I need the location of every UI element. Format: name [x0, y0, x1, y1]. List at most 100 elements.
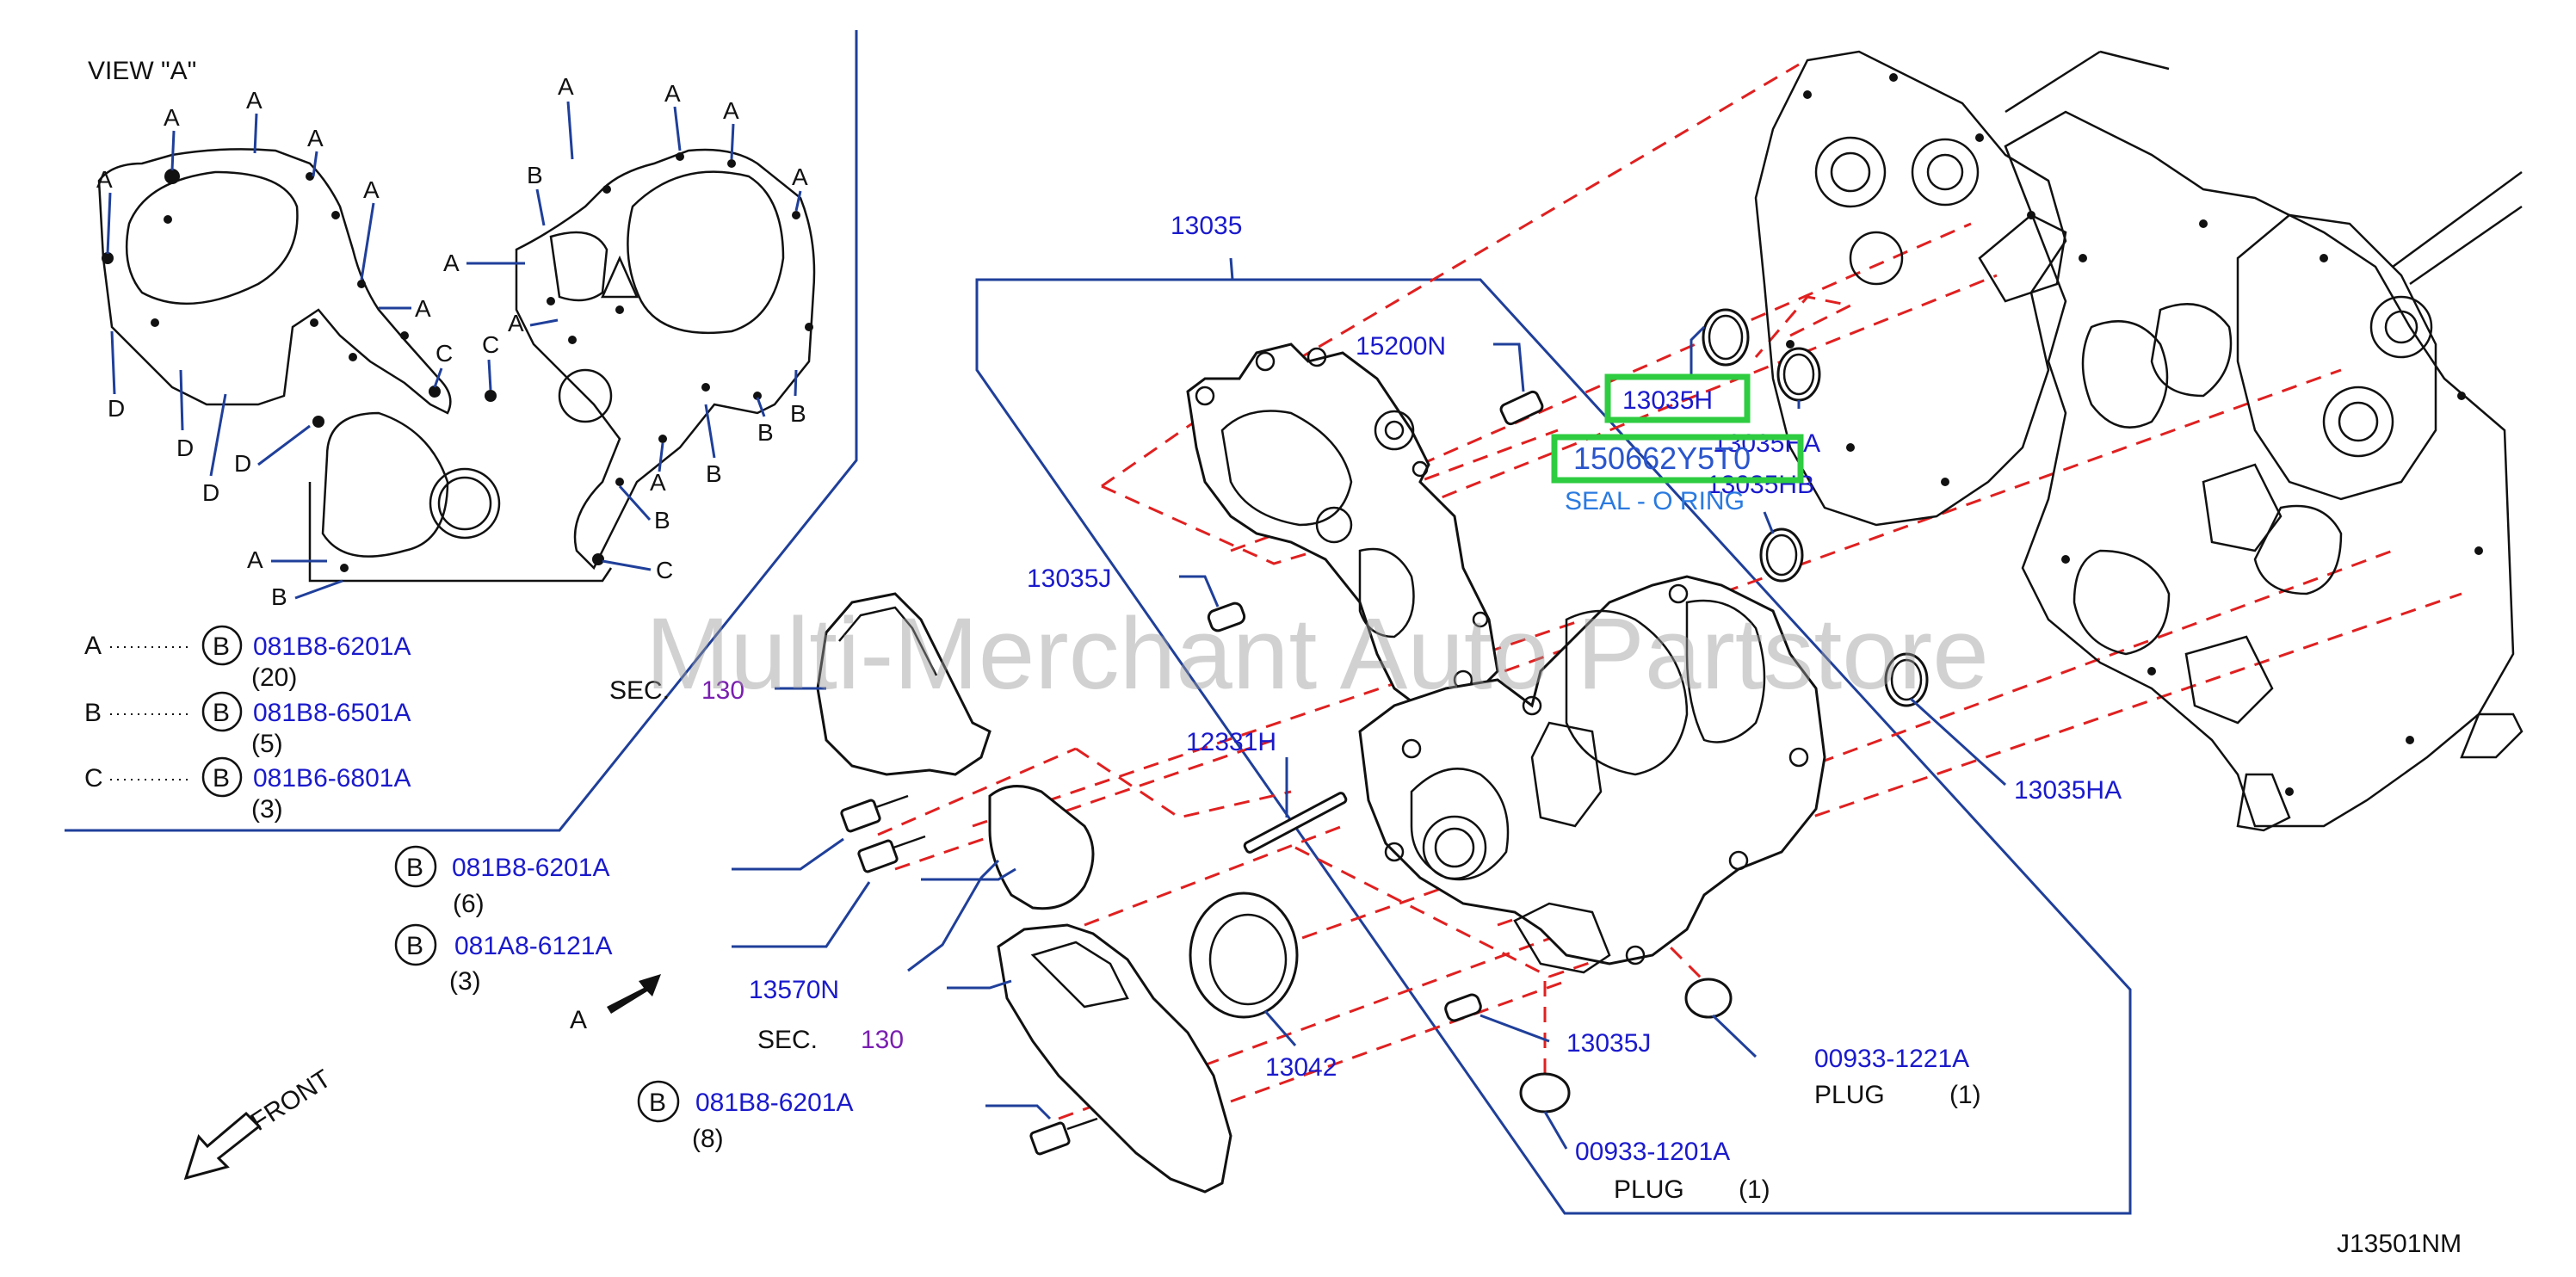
bolt-callouts: B 081B8-6201A (6) B 081A8-6121A (3) B 08…: [394, 845, 854, 1153]
svg-text:A: A: [664, 80, 681, 107]
svg-text:A: A: [792, 163, 808, 190]
label-150662Y5T0: 150662Y5T0: [1573, 441, 1751, 476]
svg-text:A: A: [96, 166, 113, 193]
svg-text:081B8-6201A: 081B8-6201A: [452, 854, 610, 882]
svg-text:D: D: [202, 479, 219, 506]
front-arrow-icon: [183, 1111, 262, 1181]
sensor-15200N: [1499, 390, 1544, 426]
label-13035HB: 13035HB: [1707, 471, 1814, 499]
svg-text:A: A: [363, 176, 380, 203]
view-a-inset: VIEW "A" A A A A: [65, 30, 858, 832]
view-a-legend: A B 081B8-6201A (20) B B 081B8-6501A (5)…: [84, 625, 411, 824]
svg-text:B: B: [654, 507, 670, 534]
svg-text:(6): (6): [453, 890, 485, 918]
svg-text:B: B: [213, 699, 230, 727]
small-hardware: [1207, 390, 1733, 1114]
label-plug-1201: PLUG: [1614, 1175, 1684, 1204]
label-13035H: 13035H: [1622, 386, 1713, 415]
svg-text:A: A: [558, 73, 574, 100]
view-direction-arrow-icon: [607, 974, 661, 1014]
bolt-badge-icon: [394, 845, 437, 888]
svg-text:B: B: [527, 162, 543, 188]
assembly-13035-boundary: [975, 278, 2132, 1215]
svg-text:130: 130: [861, 1026, 904, 1054]
svg-text:A: A: [246, 87, 263, 114]
part-labels: 13035 15200N 13035H 13035HA 150662Y5T0 1…: [609, 212, 2122, 1204]
label-15200N: 15200N: [1356, 332, 1446, 361]
svg-text:(8): (8): [692, 1125, 724, 1153]
bolt-parts: [840, 794, 1098, 1156]
label-00933-1221A: 00933-1221A: [1814, 1045, 1969, 1073]
svg-text:A: A: [723, 97, 739, 124]
svg-text:B: B: [213, 764, 230, 793]
view-a-bottom-edge: [308, 482, 613, 583]
pin-12331H: [1243, 792, 1348, 854]
front-cover-lower: [1358, 575, 1826, 974]
svg-text:130: 130: [701, 676, 744, 705]
svg-text:(3): (3): [449, 967, 481, 996]
dowel-13035J-top: [1207, 601, 1246, 632]
bolt-badge-icon: [394, 923, 437, 966]
svg-text:B: B: [84, 699, 102, 727]
diagram-code: J13501NM: [2337, 1230, 2462, 1258]
label-13035J-bottom: 13035J: [1566, 1029, 1651, 1058]
view-a-left-window: [125, 170, 299, 305]
o-rings: [1702, 308, 1929, 707]
dowel-13035J-bottom: [1444, 993, 1482, 1022]
bolt-badge-icon: [201, 625, 243, 666]
view-a-small-ring: [558, 368, 613, 423]
svg-text:C: C: [84, 764, 103, 793]
svg-text:B: B: [271, 583, 287, 610]
label-plug-1221: PLUG: [1814, 1081, 1885, 1109]
svg-text:(5): (5): [251, 730, 283, 758]
label-13035J-top: 13035J: [1027, 564, 1111, 593]
svg-text:A: A: [650, 469, 666, 496]
view-a-right-window: [627, 170, 785, 335]
cover-plate-sec130-upper: [816, 592, 991, 776]
svg-text:081B8-6201A: 081B8-6201A: [253, 632, 411, 661]
view-a-bolt-holes: [102, 152, 813, 572]
view-a-letter-callouts: A A A A A A C C D D D D A B A A A A B A …: [96, 73, 808, 610]
svg-text:C: C: [656, 557, 673, 583]
svg-text:D: D: [176, 435, 194, 461]
svg-text:C: C: [436, 340, 453, 367]
front-indicator: FRONT: [183, 1064, 337, 1181]
view-a-lower-cover: [321, 411, 449, 558]
view-a-arrow: A: [570, 974, 661, 1034]
label-seal-o-ring: SEAL - O RING: [1565, 487, 1745, 515]
svg-text:A: A: [508, 310, 524, 336]
svg-text:B: B: [213, 632, 230, 661]
svg-text:B: B: [406, 854, 423, 882]
svg-text:A: A: [443, 250, 460, 276]
label-13042: 13042: [1265, 1053, 1337, 1082]
svg-text:B: B: [790, 400, 806, 427]
label-00933-1201A: 00933-1201A: [1575, 1138, 1730, 1166]
svg-text:A: A: [570, 1006, 587, 1034]
view-a-title: VIEW "A": [88, 57, 196, 85]
svg-text:A: A: [84, 632, 102, 660]
svg-text:FRONT: FRONT: [246, 1064, 337, 1137]
svg-text:C: C: [482, 331, 499, 358]
oil-seal-13042: [1189, 891, 1299, 1019]
svg-text:B: B: [757, 419, 774, 446]
svg-text:(1): (1): [1739, 1175, 1770, 1204]
svg-text:(20): (20): [251, 663, 297, 692]
svg-text:081A8-6121A: 081A8-6121A: [454, 932, 613, 960]
inset-border: [65, 30, 858, 832]
svg-text:B: B: [406, 932, 423, 960]
label-13570N: 13570N: [749, 976, 839, 1004]
bolt-badge-icon: [201, 691, 243, 732]
svg-text:A: A: [247, 546, 263, 573]
watermark: Multi-Merchant Auto Partstore: [646, 597, 1989, 711]
svg-text:D: D: [234, 450, 251, 477]
svg-text:A: A: [307, 125, 324, 151]
plug-00933-1201A: [1519, 1072, 1571, 1114]
svg-text:B: B: [649, 1089, 666, 1117]
cover-plate-sec130-lower: [997, 923, 1232, 1194]
svg-text:A: A: [415, 295, 431, 322]
label-12331H: 12331H: [1186, 728, 1276, 756]
svg-text:(1): (1): [1949, 1081, 1981, 1109]
label-13035: 13035: [1171, 212, 1242, 240]
gasket-13570N: [988, 785, 1095, 910]
